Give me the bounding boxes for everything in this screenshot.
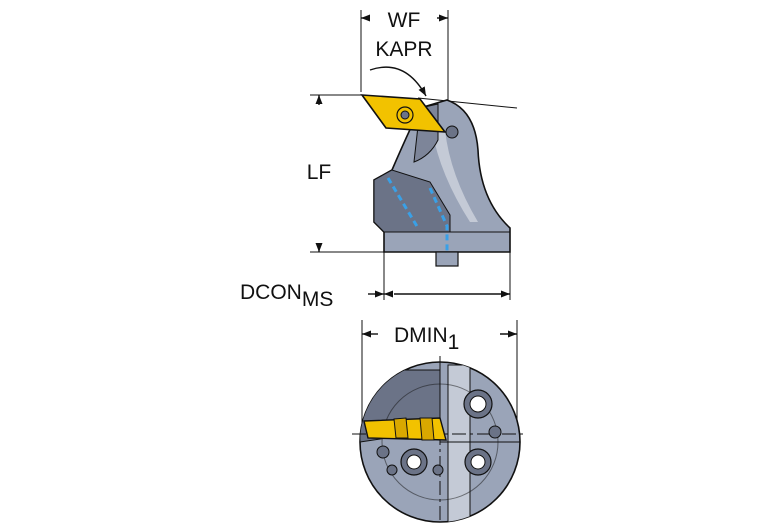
lf-dimension: LF: [300, 94, 388, 253]
kapr-dimension: KAPR: [369, 38, 518, 109]
dcon-dimension: DCONMS: [240, 252, 511, 311]
dmin-label: DMIN1: [394, 324, 459, 354]
dmin-dimension: DMIN1: [361, 320, 518, 434]
insert-end-view: [363, 417, 447, 441]
mounting-holes: [376, 389, 502, 476]
lf-label: LF: [307, 161, 332, 184]
cutting-insert: [360, 94, 447, 133]
end-view: DMIN1: [352, 320, 524, 523]
kapr-label: KAPR: [375, 38, 432, 61]
side-view: WF KAPR LF: [240, 9, 518, 311]
wf-label: WF: [388, 9, 421, 32]
dcon-label: DCONMS: [240, 281, 333, 311]
